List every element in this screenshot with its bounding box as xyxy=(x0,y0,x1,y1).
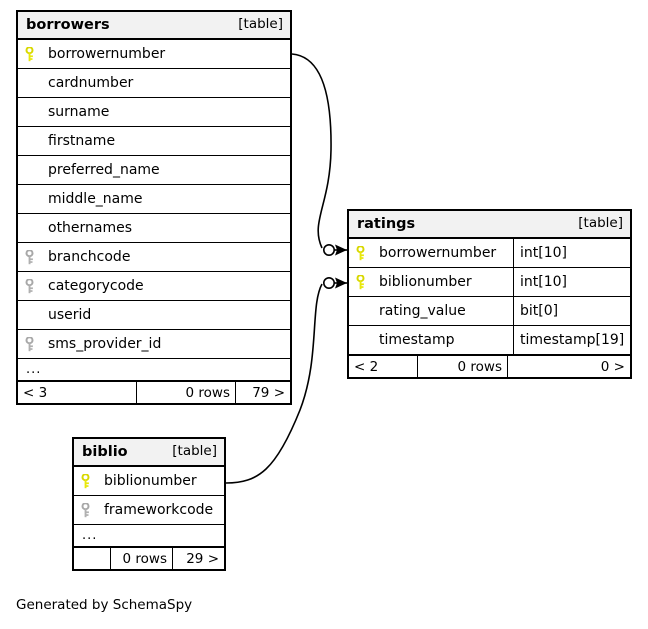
connector-endpoint-biblio-ratings xyxy=(322,276,347,289)
column-name: frameworkcode xyxy=(104,502,214,518)
table-row[interactable]: surname xyxy=(18,98,290,127)
generated-by-caption: Generated by SchemaSpy xyxy=(16,597,193,613)
footer-next-link[interactable]: 79 > xyxy=(235,382,290,403)
column-name: branchcode xyxy=(48,249,131,265)
table-row[interactable]: middle_name xyxy=(18,185,290,214)
primary-key-icon xyxy=(74,467,96,495)
footer-prev-link[interactable] xyxy=(74,548,110,569)
table-title: borrowers xyxy=(26,16,110,33)
footer-next-link[interactable]: 29 > xyxy=(172,548,224,569)
foreign-key-icon xyxy=(18,330,40,358)
footer-prev-link[interactable]: < 3 xyxy=(23,384,48,401)
primary-key-icon xyxy=(349,268,371,296)
no-key-spacer xyxy=(18,214,40,242)
no-key-spacer xyxy=(349,326,371,354)
footer-row-count: 0 rows xyxy=(417,356,507,377)
column-name: middle_name xyxy=(48,191,143,207)
table-row[interactable]: borrowernumber xyxy=(18,40,290,69)
table-type-tag: [table] xyxy=(578,215,623,232)
table-type-tag: [table] xyxy=(172,443,217,460)
table-row[interactable]: borrowernumber int[10] xyxy=(349,239,630,268)
column-name: borrowernumber xyxy=(379,245,497,261)
column-type: bit[0] xyxy=(513,297,630,325)
column-name: surname xyxy=(48,104,110,120)
column-name: timestamp xyxy=(379,332,455,348)
table-title: ratings xyxy=(357,215,416,232)
table-row[interactable]: userid xyxy=(18,301,290,330)
table-header-ratings: ratings [table] xyxy=(349,211,630,239)
column-name: rating_value xyxy=(379,303,466,319)
column-type: timestamp[19] xyxy=(513,326,630,354)
column-name: firstname xyxy=(48,133,116,149)
table-type-tag: [table] xyxy=(238,16,283,33)
no-key-spacer xyxy=(349,297,371,325)
no-key-spacer xyxy=(18,156,40,184)
table-row[interactable]: cardnumber xyxy=(18,69,290,98)
column-type: int[10] xyxy=(513,239,630,267)
table-row[interactable]: frameworkcode xyxy=(74,496,224,525)
column-name: biblionumber xyxy=(104,473,197,489)
foreign-key-icon xyxy=(18,272,40,300)
column-name: sms_provider_id xyxy=(48,336,162,352)
table-ratings[interactable]: ratings [table] borrowernumber int[10] b… xyxy=(347,209,632,379)
footer-next-link[interactable]: 0 > xyxy=(507,356,630,377)
no-key-spacer xyxy=(18,301,40,329)
table-footer-borrowers: < 3 0 rows 79 > xyxy=(18,381,290,403)
column-name: preferred_name xyxy=(48,162,160,178)
primary-key-icon xyxy=(349,239,371,267)
table-row[interactable]: preferred_name xyxy=(18,156,290,185)
primary-key-icon xyxy=(18,40,40,68)
column-name: categorycode xyxy=(48,278,144,294)
no-key-spacer xyxy=(18,69,40,97)
foreign-key-icon xyxy=(74,496,96,524)
no-key-spacer xyxy=(18,127,40,155)
edge-borrowers-ratings xyxy=(291,53,332,249)
table-footer-biblio: 0 rows 29 > xyxy=(74,547,224,569)
more-columns-indicator: ... xyxy=(18,359,290,381)
footer-row-count: 0 rows xyxy=(136,382,235,403)
table-row[interactable]: categorycode xyxy=(18,272,290,301)
table-row[interactable]: biblionumber int[10] xyxy=(349,268,630,297)
table-row[interactable]: biblionumber xyxy=(74,467,224,496)
more-columns-indicator: ... xyxy=(74,525,224,547)
column-name: borrowernumber xyxy=(48,46,166,62)
column-name: othernames xyxy=(48,220,133,236)
connector-endpoint-borrowers-ratings xyxy=(322,244,347,257)
table-row[interactable]: othernames xyxy=(18,214,290,243)
table-title: biblio xyxy=(82,443,128,460)
column-name: userid xyxy=(48,307,92,323)
column-name: biblionumber xyxy=(379,274,472,290)
table-row[interactable]: firstname xyxy=(18,127,290,156)
table-footer-ratings: < 2 0 rows 0 > xyxy=(349,355,630,377)
foreign-key-icon xyxy=(18,243,40,271)
no-key-spacer xyxy=(18,98,40,126)
table-row[interactable]: timestamp timestamp[19] xyxy=(349,326,630,355)
table-biblio[interactable]: biblio [table] biblionumber frameworkcod… xyxy=(72,437,226,571)
table-row[interactable]: branchcode xyxy=(18,243,290,272)
column-type: int[10] xyxy=(513,268,630,296)
no-key-spacer xyxy=(18,185,40,213)
table-row[interactable]: rating_value bit[0] xyxy=(349,297,630,326)
table-row[interactable]: sms_provider_id xyxy=(18,330,290,359)
footer-row-count: 0 rows xyxy=(110,548,172,569)
column-name: cardnumber xyxy=(48,75,134,91)
table-header-biblio: biblio [table] xyxy=(74,439,224,467)
footer-prev-link[interactable]: < 2 xyxy=(354,358,379,375)
table-borrowers[interactable]: borrowers [table] borrowernumber cardnum… xyxy=(16,10,292,405)
table-header-borrowers: borrowers [table] xyxy=(18,12,290,40)
